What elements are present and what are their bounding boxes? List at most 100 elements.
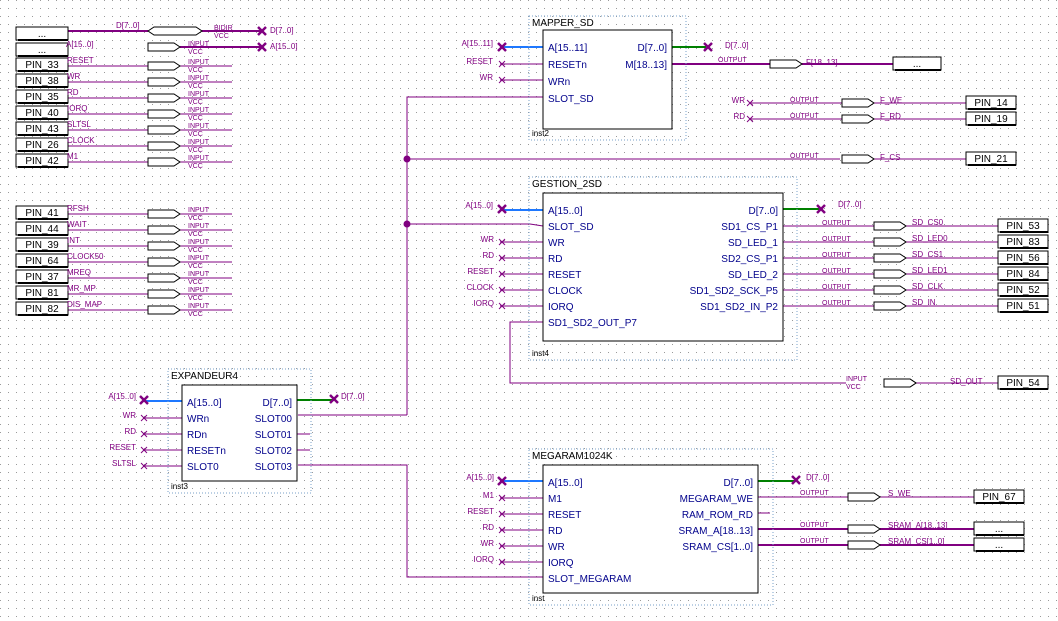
pin-f-signal[interactable]: PIN_14 xyxy=(965,95,1017,110)
pin-sd-signal[interactable]: PIN_53 xyxy=(997,218,1049,233)
megaram-body xyxy=(542,464,759,594)
pin-mreq[interactable]: PIN_37 xyxy=(15,269,69,284)
gestion-d-net: D[7..0] xyxy=(838,200,862,209)
pin-label: PIN_51 xyxy=(1006,301,1040,312)
pin-a-bus[interactable]: ... xyxy=(15,42,69,57)
pin-sd-signal[interactable]: PIN_51 xyxy=(997,298,1049,313)
input-port-label: SD1_SD2_OUT_P7 xyxy=(548,318,637,329)
mega-in-marker xyxy=(498,510,506,518)
pin-type-label: INPUT xyxy=(846,376,868,383)
pin-sd-signal[interactable]: PIN_84 xyxy=(997,266,1049,281)
mega-in-marker xyxy=(498,494,506,502)
sd-net-label: SD_LED1 xyxy=(912,266,948,275)
pin-rd[interactable]: PIN_35 xyxy=(15,89,69,104)
sd-out-net: SD_OUT xyxy=(950,377,983,386)
pin-mega-signal[interactable]: ... xyxy=(973,537,1025,552)
input-pin-symbol xyxy=(147,225,181,235)
net-label: M1 xyxy=(67,152,79,161)
pin-type-label: INPUT xyxy=(188,207,210,214)
gestion-frame xyxy=(528,176,798,361)
pin-vcc-label: VCC xyxy=(188,247,203,254)
net-label: RESET xyxy=(67,56,94,65)
megaram-block[interactable]: MEGARAM1024KinstA[15..0]M1RESETRDWRIORQS… xyxy=(528,448,774,606)
f-source-net: RD xyxy=(733,112,745,121)
x-stroke xyxy=(498,254,506,262)
output-type-label: OUTPUT xyxy=(822,284,852,291)
pin-label: PIN_81 xyxy=(25,288,59,299)
pin-clock[interactable]: PIN_26 xyxy=(15,137,69,152)
sd-out-wire xyxy=(509,321,846,384)
input-pin-symbol xyxy=(147,141,181,151)
pin-iorq[interactable]: PIN_40 xyxy=(15,105,69,120)
pin-vcc-label: VCC xyxy=(188,163,203,170)
mapper-a-net: A[15..11] xyxy=(462,39,493,48)
pin-mega-signal[interactable]: PIN_67 xyxy=(973,489,1025,504)
mega-in-net: RESET xyxy=(467,507,494,516)
junction-dot xyxy=(403,220,411,228)
gestion-in-net: RD xyxy=(482,251,494,260)
input-port-label: RD xyxy=(548,526,562,537)
mapper-block[interactable]: MAPPER_SDinst2A[15..11]RESETnWRnSLOT_SDD… xyxy=(528,15,687,141)
pin-label: PIN_41 xyxy=(25,208,59,219)
pin-wr[interactable]: PIN_38 xyxy=(15,73,69,88)
mega-in-marker xyxy=(498,526,506,534)
pin-f-signal[interactable]: PIN_19 xyxy=(965,111,1017,126)
output-type-label: OUTPUT xyxy=(718,57,748,64)
x-stroke xyxy=(257,42,267,52)
net-label: WAIT xyxy=(67,220,87,229)
pin-vcc-label: VCC xyxy=(188,99,203,106)
pin-sd-signal[interactable]: PIN_83 xyxy=(997,234,1049,249)
pin-sltsl[interactable]: PIN_43 xyxy=(15,121,69,136)
pin-m1[interactable]: PIN_42 xyxy=(15,153,69,168)
pin-clock50[interactable]: PIN_64 xyxy=(15,253,69,268)
pin-label: ... xyxy=(38,45,46,56)
pin-mr_mp[interactable]: PIN_81 xyxy=(15,285,69,300)
output-port-label: SD1_CS_P1 xyxy=(721,222,778,233)
mega-net-label: SRAM_A[18..13] xyxy=(888,521,948,530)
pin-int[interactable]: PIN_39 xyxy=(15,237,69,252)
x-stroke xyxy=(498,76,506,84)
pin-f-bus[interactable]: ... xyxy=(892,56,942,71)
junction-dot xyxy=(403,155,411,163)
pin-f-cs[interactable]: PIN_21 xyxy=(965,151,1017,166)
megaram-instance: inst xyxy=(532,594,545,603)
input-port-label: WR xyxy=(548,542,565,553)
input-port-label: A[15..0] xyxy=(548,478,583,489)
input-port-label: RESET xyxy=(548,510,581,521)
pin-vcc-label: VCC xyxy=(188,311,203,318)
gestion-block[interactable]: GESTION_2SDinst4A[15..0]SLOT_SDWRRDRESET… xyxy=(528,176,798,361)
output-port-label: D[7..0] xyxy=(749,206,779,217)
x-stroke xyxy=(746,99,754,107)
f-cs-net: F_CS xyxy=(880,153,900,162)
mapper-instance: inst2 xyxy=(532,129,549,138)
slot-sd-trunk xyxy=(406,96,530,415)
input-port-label: A[15..11] xyxy=(548,43,588,54)
mega-in-net: IORQ xyxy=(474,555,494,564)
pin-rfsh[interactable]: PIN_41 xyxy=(15,205,69,220)
x-stroke xyxy=(498,286,506,294)
input-port-label: A[15..0] xyxy=(187,398,222,409)
pin-sd-signal[interactable]: PIN_52 xyxy=(997,282,1049,297)
pin-label: ... xyxy=(913,59,921,70)
d-bus-terminator xyxy=(257,26,267,36)
expandeur-block[interactable]: EXPANDEUR4inst3A[15..0]WRnRDnRESETnSLOT0… xyxy=(167,368,312,494)
expandeur-title: EXPANDEUR4 xyxy=(171,371,238,382)
pin-reset[interactable]: PIN_33 xyxy=(15,57,69,72)
pin-type-label: BIDIR xyxy=(214,25,233,32)
net-label: RFSH xyxy=(67,204,89,213)
pin-dis_map[interactable]: PIN_82 xyxy=(15,301,69,316)
output-type-label: OUTPUT xyxy=(822,252,852,259)
gestion-in-net: CLOCK xyxy=(466,283,494,292)
pin-mega-signal[interactable]: ... xyxy=(973,521,1025,536)
output-port-label: SD1_SD2_SCK_P5 xyxy=(690,286,779,297)
x-stroke xyxy=(140,414,148,422)
pin-sd-out[interactable]: PIN_54 xyxy=(997,375,1049,390)
output-port-label: SRAM_A[18..13] xyxy=(679,526,754,537)
pin-sd-signal[interactable]: PIN_56 xyxy=(997,250,1049,265)
f-output-pin xyxy=(841,98,875,108)
x-stroke xyxy=(498,60,506,68)
pin-d-bus[interactable]: ... xyxy=(15,26,69,41)
sd-net-label: SD_CS1 xyxy=(912,250,944,259)
pin-wait[interactable]: PIN_44 xyxy=(15,221,69,236)
pin-vcc-label: VCC xyxy=(188,263,203,270)
